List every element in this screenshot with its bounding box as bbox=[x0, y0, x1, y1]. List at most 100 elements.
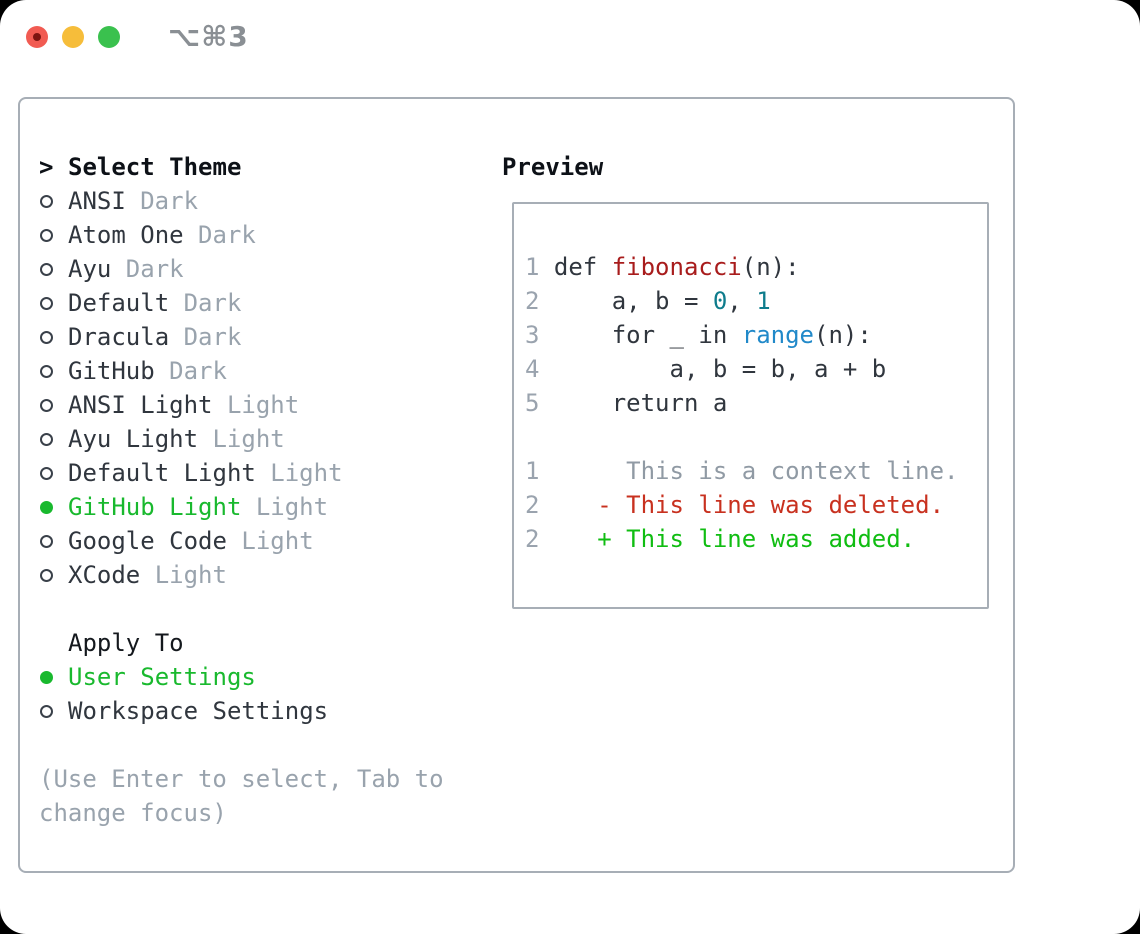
theme-name: Default Light bbox=[68, 459, 256, 487]
code-segment-num: 5 bbox=[525, 389, 540, 417]
theme-name: Dracula bbox=[68, 323, 170, 351]
code-segment-num: 3 bbox=[525, 321, 540, 349]
radio-icon bbox=[39, 364, 68, 378]
theme-option[interactable]: Default Dark bbox=[39, 286, 444, 320]
minimize-button[interactable] bbox=[62, 26, 84, 48]
select-theme-title: Select Theme bbox=[68, 153, 242, 181]
theme-name: Default bbox=[68, 289, 170, 317]
zoom-button[interactable] bbox=[98, 26, 120, 48]
radio-icon bbox=[39, 296, 68, 310]
code-segment-num: 4 bbox=[525, 355, 540, 383]
radio-unselected-icon bbox=[40, 364, 53, 378]
radio-icon bbox=[39, 704, 68, 718]
theme-name: GitHub Light bbox=[68, 493, 242, 521]
close-button[interactable] bbox=[26, 26, 48, 48]
code-segment-num: 1 bbox=[525, 253, 540, 281]
theme-name: Atom One bbox=[68, 221, 184, 249]
theme-name: ANSI Light bbox=[68, 391, 213, 419]
apply-to-label: Workspace Settings bbox=[68, 697, 329, 725]
code-segment-fg: return a bbox=[539, 389, 728, 417]
unsaved-dot-icon bbox=[33, 33, 41, 41]
theme-variant: Light bbox=[212, 425, 285, 453]
apply-to-header-row: Apply To bbox=[39, 626, 444, 660]
theme-option[interactable]: Ayu Dark bbox=[39, 252, 444, 286]
radio-icon bbox=[39, 228, 68, 242]
radio-icon bbox=[39, 568, 68, 582]
code-segment-ctx: This is a context line. bbox=[539, 457, 959, 485]
theme-option[interactable]: Atom One Dark bbox=[39, 218, 444, 252]
theme-name: Google Code bbox=[68, 527, 227, 555]
apply-to-option[interactable]: User Settings bbox=[39, 660, 444, 694]
hint-text: change focus) bbox=[39, 799, 227, 827]
code-segment-fg: for _ in bbox=[539, 321, 742, 349]
radio-icon bbox=[39, 398, 68, 412]
prompt-caret-icon: > bbox=[39, 153, 54, 181]
radio-selected-icon bbox=[40, 500, 53, 514]
code-line: 2 a, b = 0, 1 bbox=[525, 284, 987, 318]
theme-option[interactable]: Default Light Light bbox=[39, 456, 444, 490]
titlebar: ⌥⌘3 bbox=[0, 0, 1140, 74]
theme-variant: Light bbox=[255, 493, 329, 521]
code-line: 4 a, b = b, a + b bbox=[525, 352, 987, 386]
code-segment-fg: def bbox=[539, 253, 612, 281]
apply-to-option[interactable]: Workspace Settings bbox=[39, 694, 444, 728]
radio-selected-icon bbox=[40, 670, 53, 684]
radio-icon bbox=[39, 330, 68, 344]
theme-name: XCode bbox=[68, 561, 141, 589]
spacer bbox=[39, 592, 444, 626]
radio-icon bbox=[39, 466, 68, 480]
preview-title: Preview bbox=[502, 153, 604, 181]
code-segment-fg: , bbox=[727, 287, 757, 315]
code-segment-lit: 0 bbox=[712, 287, 728, 315]
theme-variant: Dark bbox=[183, 289, 242, 317]
theme-variant: Light bbox=[226, 391, 300, 419]
theme-variant: Light bbox=[270, 459, 343, 487]
code-segment-func: fibonacci bbox=[611, 253, 742, 281]
code-segment-add: + This line was added. bbox=[597, 525, 916, 553]
apply-to-title: Apply To bbox=[68, 629, 184, 657]
radio-unselected-icon bbox=[40, 330, 53, 344]
code-line: 2 - This line was deleted. bbox=[525, 488, 987, 522]
code-segment-num: 2 bbox=[525, 525, 540, 553]
theme-name: GitHub bbox=[68, 357, 155, 385]
code-segment-del: - This line was deleted. bbox=[597, 491, 945, 519]
code-segment-fg bbox=[539, 525, 597, 553]
theme-variant: Dark bbox=[140, 187, 199, 215]
select-theme-header-row: > Select Theme bbox=[39, 150, 444, 184]
theme-name: Ayu bbox=[68, 255, 112, 283]
radio-icon bbox=[39, 194, 68, 208]
code-segment-fg bbox=[539, 491, 597, 519]
theme-variant: Dark bbox=[125, 255, 184, 283]
code-segment-num: 2 bbox=[525, 287, 540, 315]
radio-unselected-icon bbox=[40, 296, 53, 310]
code-line: 1 def fibonacci(n): bbox=[525, 250, 987, 284]
code-segment-fg: (n): bbox=[741, 253, 800, 281]
theme-variant: Dark bbox=[198, 221, 256, 249]
theme-variant: Dark bbox=[169, 357, 227, 385]
window-shortcut-label: ⌥⌘3 bbox=[168, 20, 249, 53]
code-line: 2 + This line was added. bbox=[525, 522, 987, 556]
code-line: 3 for _ in range(n): bbox=[525, 318, 987, 352]
radio-unselected-icon bbox=[40, 568, 53, 582]
code-line: 1 This is a context line. bbox=[525, 454, 987, 488]
traffic-lights bbox=[26, 26, 120, 48]
theme-option[interactable]: ANSI Light Light bbox=[39, 388, 444, 422]
radio-unselected-icon bbox=[40, 228, 53, 242]
theme-option[interactable]: GitHub Light Light bbox=[39, 490, 444, 524]
theme-option[interactable]: GitHub Dark bbox=[39, 354, 444, 388]
radio-icon bbox=[39, 262, 68, 276]
code-segment-num: 2 bbox=[525, 491, 540, 519]
